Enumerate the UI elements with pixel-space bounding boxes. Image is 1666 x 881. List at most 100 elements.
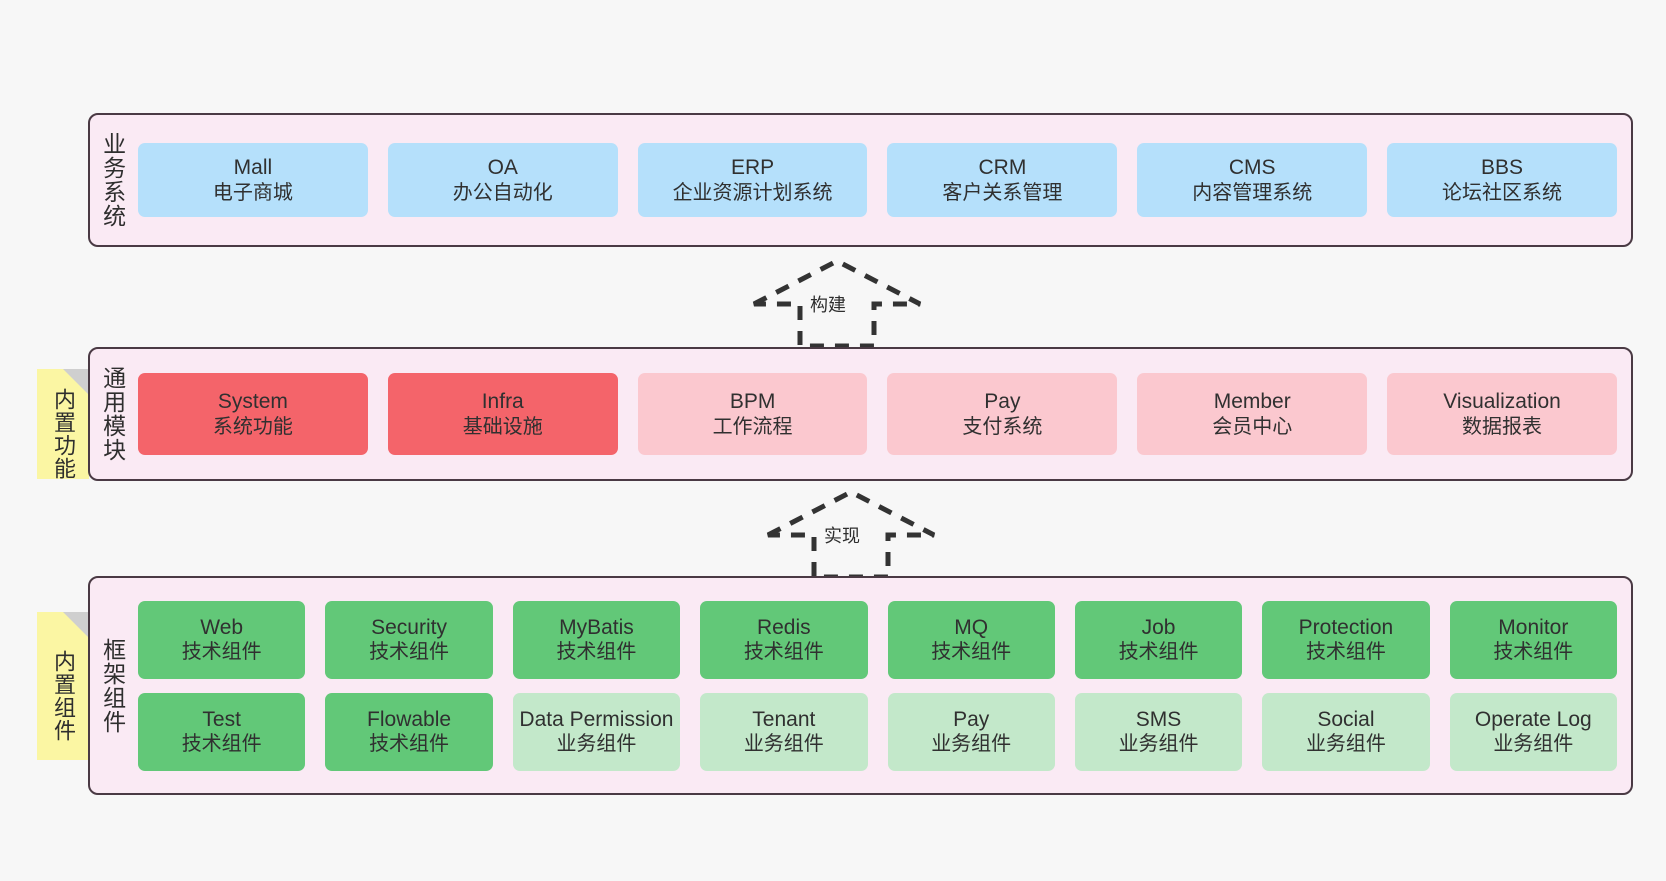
note-label: 内置组件 (50, 650, 76, 742)
card-title: CMS (1228, 156, 1276, 179)
layer-framework-components: 框架组件 Web 技术组件 Security 技术组件 MyBatis 技术组件… (88, 576, 1633, 795)
card-title: CRM (978, 156, 1027, 179)
card-title: Pay (984, 390, 1021, 413)
card-subtitle: 业务组件 (1118, 733, 1199, 756)
card-title: Monitor (1498, 615, 1569, 639)
card-redis[interactable]: Redis 技术组件 (700, 600, 868, 679)
card-subtitle: 技术组件 (181, 641, 262, 664)
layer-title-common: 通用模块 (99, 366, 126, 462)
card-sms[interactable]: SMS 业务组件 (1074, 692, 1243, 771)
note-builtin-components: 内置组件 (37, 612, 89, 760)
card-title: BBS (1481, 156, 1524, 179)
layer-body-framework: Web 技术组件 Security 技术组件 MyBatis 技术组件 Redi… (134, 578, 1631, 793)
card-title: Redis (756, 615, 811, 639)
card-subtitle: 基础设施 (462, 415, 543, 438)
card-subtitle: 企业资源计划系统 (672, 181, 833, 204)
card-subtitle: 会员中心 (1212, 415, 1293, 438)
arrow-build-label: 构建 (810, 295, 846, 315)
card-subtitle: 论坛社区系统 (1442, 181, 1563, 204)
card-erp[interactable]: ERP 企业资源计划系统 (637, 143, 868, 217)
arrow-implement: 实现 (766, 489, 936, 579)
card-flowable[interactable]: Flowable 技术组件 (325, 692, 493, 771)
card-subtitle: 技术组件 (931, 641, 1012, 664)
layer-common-modules: 通用模块 System 系统功能 Infra 基础设施 BPM 工作流程 Pay… (88, 347, 1633, 481)
card-title: BPM (729, 390, 776, 413)
card-title: Infra (481, 390, 524, 413)
card-title: Visualization (1443, 390, 1561, 413)
card-subtitle: 技术组件 (181, 733, 262, 756)
card-crm[interactable]: CRM 客户关系管理 (887, 143, 1118, 217)
card-member[interactable]: Member 会员中心 (1137, 373, 1368, 455)
layer-business-systems: 业务系统 Mall 电子商城 OA 办公自动化 ERP 企业资源计划系统 CRM… (88, 113, 1633, 247)
card-subtitle: 技术组件 (556, 641, 637, 664)
card-protection[interactable]: Protection 技术组件 (1262, 600, 1430, 679)
card-monitor[interactable]: Monitor 技术组件 (1449, 600, 1617, 679)
arrow-build: 构建 (752, 258, 922, 348)
card-title: ERP (730, 156, 775, 179)
card-title: System (217, 390, 288, 413)
card-data-permission[interactable]: Data Permission 业务组件 (512, 692, 681, 771)
layer-title-framework: 框架组件 (99, 637, 126, 734)
card-row: Test 技术组件 Flowable 技术组件 Data Permission … (138, 692, 1617, 771)
card-bpm[interactable]: BPM 工作流程 (637, 373, 868, 455)
card-row: System 系统功能 Infra 基础设施 BPM 工作流程 Pay 支付系统… (138, 373, 1617, 455)
arrow-implement-label: 实现 (824, 526, 860, 546)
card-subtitle: 业务组件 (556, 733, 637, 756)
card-subtitle: 技术组件 (1305, 641, 1386, 664)
card-mq[interactable]: MQ 技术组件 (887, 600, 1055, 679)
card-subtitle: 办公自动化 (452, 181, 553, 204)
card-job[interactable]: Job 技术组件 (1074, 600, 1243, 679)
card-subtitle: 业务组件 (1493, 733, 1574, 756)
card-security[interactable]: Security 技术组件 (325, 600, 493, 679)
card-mall[interactable]: Mall 电子商城 (138, 143, 368, 217)
card-social[interactable]: Social 业务组件 (1262, 692, 1430, 771)
card-mybatis[interactable]: MyBatis 技术组件 (512, 600, 681, 679)
card-title: SMS (1135, 707, 1182, 731)
arrow-build-glyph (752, 258, 922, 348)
card-subtitle: 业务组件 (931, 733, 1012, 756)
card-subtitle: 系统功能 (212, 415, 293, 438)
note-label: 内置功能 (50, 388, 76, 480)
card-subtitle: 技术组件 (1118, 641, 1199, 664)
card-web[interactable]: Web 技术组件 (138, 600, 306, 679)
card-title: MQ (954, 615, 989, 639)
card-system[interactable]: System 系统功能 (138, 373, 368, 455)
card-row: Mall 电子商城 OA 办公自动化 ERP 企业资源计划系统 CRM 客户关系… (138, 143, 1617, 217)
card-title: Security (371, 615, 447, 639)
card-test[interactable]: Test 技术组件 (138, 692, 306, 771)
card-subtitle: 支付系统 (962, 415, 1043, 438)
card-tenant[interactable]: Tenant 业务组件 (700, 692, 868, 771)
card-pay-biz[interactable]: Pay 业务组件 (887, 692, 1055, 771)
card-title: Data Permission (519, 707, 674, 731)
card-subtitle: 技术组件 (1493, 641, 1574, 664)
card-subtitle: 内容管理系统 (1192, 181, 1313, 204)
card-title: Pay (953, 707, 990, 731)
card-title: Member (1213, 390, 1291, 413)
card-visualization[interactable]: Visualization 数据报表 (1387, 373, 1617, 455)
card-pay[interactable]: Pay 支付系统 (887, 373, 1118, 455)
note-builtin-features: 内置功能 (37, 369, 89, 480)
layer-title-business: 业务系统 (99, 132, 126, 228)
card-bbs[interactable]: BBS 论坛社区系统 (1387, 143, 1617, 217)
card-subtitle: 客户关系管理 (942, 181, 1063, 204)
card-subtitle: 工作流程 (712, 415, 793, 438)
card-cms[interactable]: CMS 内容管理系统 (1137, 143, 1368, 217)
card-subtitle: 技术组件 (369, 641, 450, 664)
card-row: Web 技术组件 Security 技术组件 MyBatis 技术组件 Redi… (138, 600, 1617, 679)
card-title: Test (202, 707, 241, 731)
note-fold-corner-icon (63, 612, 89, 638)
note-fold-corner-icon (63, 369, 89, 395)
card-subtitle: 技术组件 (743, 641, 824, 664)
card-infra[interactable]: Infra 基础设施 (387, 373, 618, 455)
card-title: MyBatis (559, 615, 634, 639)
layer-body-business: Mall 电子商城 OA 办公自动化 ERP 企业资源计划系统 CRM 客户关系… (134, 115, 1631, 245)
card-subtitle: 数据报表 (1462, 415, 1543, 438)
card-title: Protection (1298, 615, 1394, 639)
card-operate-log[interactable]: Operate Log 业务组件 (1449, 692, 1617, 771)
card-title: Tenant (752, 707, 816, 731)
card-oa[interactable]: OA 办公自动化 (387, 143, 618, 217)
layer-body-common: System 系统功能 Infra 基础设施 BPM 工作流程 Pay 支付系统… (134, 349, 1631, 479)
card-subtitle: 业务组件 (743, 733, 824, 756)
arrow-implement-glyph (766, 489, 936, 579)
